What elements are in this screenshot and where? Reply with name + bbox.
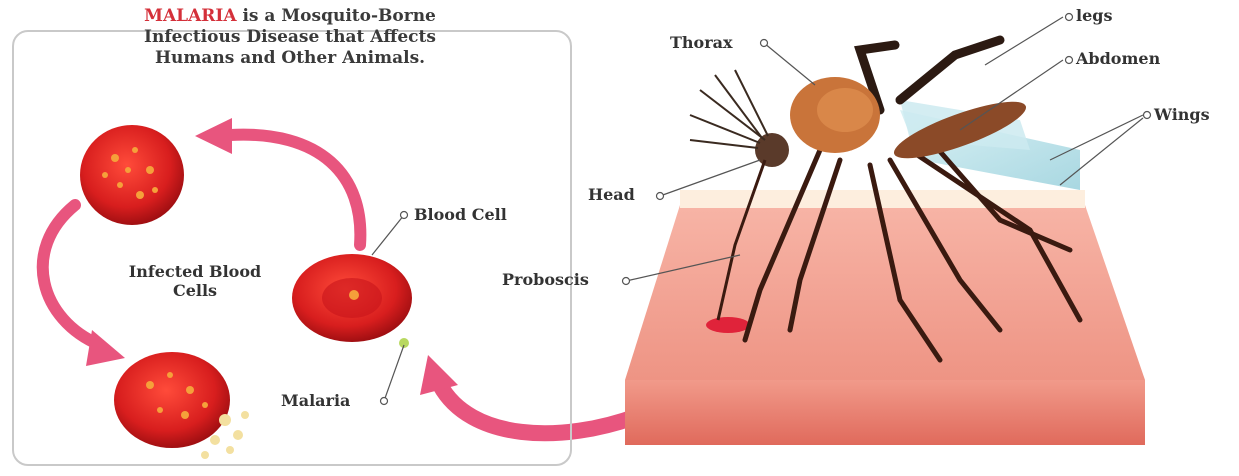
title-line2: Infectious Disease that Affects (144, 27, 436, 47)
label-malaria: Malaria (281, 391, 350, 410)
title-highlight: MALARIA (144, 6, 236, 26)
title-line3: Humans and Other Animals. (155, 48, 425, 68)
label-infected-blood-cells: Infected Blood Cells (100, 262, 290, 300)
label-abdomen: Abdomen (1076, 49, 1160, 68)
label-wings: Wings (1154, 105, 1210, 124)
label-head: Head (588, 185, 635, 204)
label-infected-line2: Cells (173, 281, 217, 300)
label-legs: legs (1076, 6, 1112, 25)
label-thorax: Thorax (670, 33, 733, 52)
title-line1: is a Mosquito-Borne (237, 6, 436, 26)
diagram-title: MALARIA is a Mosquito-Borne Infectious D… (100, 6, 480, 69)
label-infected-line1: Infected Blood (129, 262, 261, 281)
label-proboscis: Proboscis (502, 270, 589, 289)
label-blood-cell: Blood Cell (414, 205, 507, 224)
